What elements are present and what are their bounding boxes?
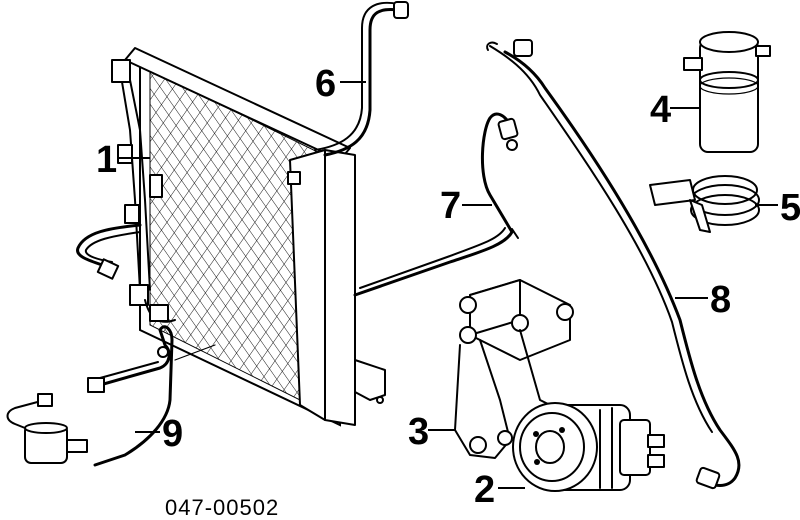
compressor-2 xyxy=(498,402,665,492)
callout-5: 5 xyxy=(780,187,800,229)
discharge-tube-6 xyxy=(314,1,409,157)
hose-8 xyxy=(486,39,741,490)
callout-6: 6 xyxy=(315,63,336,105)
callout-3: 3 xyxy=(408,411,429,453)
callout-8: 8 xyxy=(710,279,731,321)
condenser xyxy=(76,47,386,427)
compressor-bracket-3 xyxy=(428,279,574,459)
drier-bracket-5 xyxy=(649,175,778,233)
liquid-line-9 xyxy=(6,325,216,467)
callout-9: 9 xyxy=(162,413,183,455)
callout-2: 2 xyxy=(474,469,495,511)
diagram-part-number: 047-00502 xyxy=(165,495,279,520)
callout-4: 4 xyxy=(650,89,671,131)
callout-7: 7 xyxy=(440,185,461,227)
suction-tube-7 xyxy=(353,112,519,297)
callout-1: 1 xyxy=(96,139,117,181)
receiver-drier-4 xyxy=(670,31,771,153)
